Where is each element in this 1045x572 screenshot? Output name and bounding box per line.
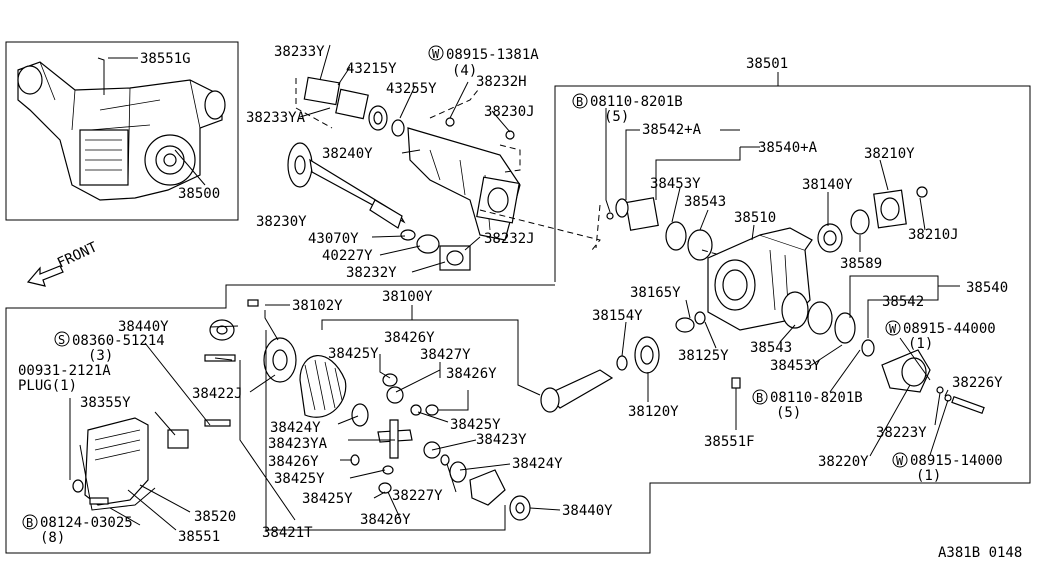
part-label: 38425Y	[328, 346, 379, 362]
part-label: 38355Y	[80, 395, 131, 411]
part-label: 38543	[750, 340, 792, 356]
part-label: 38500	[178, 186, 220, 202]
leader-lines	[69, 44, 960, 531]
part-label: 38542	[882, 294, 924, 310]
part-labels: 38551G 38500 38233Y 43215Y 08915-1381A (…	[18, 44, 1008, 546]
housing-group-frame	[5, 85, 1031, 554]
part-label: 38424Y	[512, 456, 563, 472]
part-label: 38426Y	[446, 366, 497, 382]
part-label: (1)	[916, 468, 941, 484]
part-label: 38232H	[476, 74, 527, 90]
washer-prefix-w: W	[896, 454, 904, 468]
part-label: 38422J	[192, 386, 243, 402]
part-label: 38423YA	[268, 436, 328, 452]
part-label: 38542+A	[642, 122, 702, 138]
washer-prefix-w: W	[432, 47, 440, 61]
part-label: 40227Y	[322, 248, 373, 264]
circled-prefix-markers: W B W B W S B	[22, 45, 908, 530]
drawing-code: A381B 0148	[938, 545, 1022, 561]
part-label: 38540+A	[758, 140, 818, 156]
part-label: 38240Y	[322, 146, 373, 162]
axle-assembly-drawing	[17, 57, 226, 201]
part-label: 08360-51214	[72, 333, 165, 349]
part-label: 38100Y	[382, 289, 433, 305]
part-label: 38589	[840, 256, 882, 272]
part-label: 38165Y	[630, 285, 681, 301]
part-label: 38223Y	[876, 425, 927, 441]
part-label: 38440Y	[118, 319, 169, 335]
part-label: 38230Y	[256, 214, 307, 230]
part-label: 38226Y	[952, 375, 1003, 391]
carrier-housing-drawing	[707, 227, 813, 331]
part-label: (5)	[776, 405, 801, 421]
part-label: 08110-8201B	[770, 390, 863, 406]
part-label: 38230J	[484, 104, 535, 120]
part-label: 38540	[966, 280, 1008, 296]
part-label: 38453Y	[650, 176, 701, 192]
part-label: 38125Y	[678, 348, 729, 364]
part-label: (4)	[452, 63, 477, 79]
part-label: 38426Y	[360, 512, 411, 528]
part-label: 38440Y	[562, 503, 613, 519]
part-label: 38232J	[484, 231, 535, 247]
shaft-carrier-tube-drawing	[407, 127, 521, 241]
washer-prefix-w: W	[889, 322, 897, 336]
front-arrow-icon	[26, 265, 64, 287]
part-label: 00931-2121A	[18, 363, 111, 379]
part-label: 38227Y	[392, 488, 443, 504]
part-label: 38140Y	[802, 177, 853, 193]
part-label: 38543	[684, 194, 726, 210]
part-label: 38551F	[704, 434, 755, 450]
axle-shaft-drawing	[287, 142, 406, 229]
part-label: 38233YA	[246, 110, 306, 126]
rear-cover-drawing	[72, 417, 189, 511]
part-label: PLUG(1)	[18, 378, 77, 394]
part-label: 38426Y	[268, 454, 319, 470]
part-label: (8)	[40, 530, 65, 546]
part-label: 38233Y	[274, 44, 325, 60]
assembly-inset-frame	[5, 41, 239, 221]
part-label: (5)	[604, 109, 629, 125]
part-label: 38510	[734, 210, 776, 226]
part-label: 08110-8201B	[590, 94, 683, 110]
part-label: 08124-03025	[40, 515, 133, 531]
part-label: 08915-14000	[910, 453, 1003, 469]
part-label: 38425Y	[302, 491, 353, 507]
bolt-prefix-b: B	[26, 516, 33, 530]
part-label: 38102Y	[292, 298, 343, 314]
part-label: 38453Y	[770, 358, 821, 374]
differential-internals-drawing	[204, 299, 531, 521]
part-label: 38427Y	[420, 347, 471, 363]
part-label: (1)	[908, 336, 933, 352]
part-label: 38424Y	[270, 420, 321, 436]
front-label: FRONT	[55, 239, 100, 272]
part-label: 38423Y	[476, 432, 527, 448]
part-label: 38421T	[262, 525, 313, 541]
screw-prefix-s: S	[58, 333, 65, 347]
part-label: 38232Y	[346, 265, 397, 281]
part-label: 38425Y	[450, 417, 501, 433]
part-label: 38501	[746, 56, 788, 72]
part-label: 08915-1381A	[446, 47, 539, 63]
bolt-prefix-b: B	[576, 95, 583, 109]
part-label: 38220Y	[818, 454, 869, 470]
part-label: 43255Y	[386, 81, 437, 97]
bolt-prefix-b: B	[756, 391, 763, 405]
part-label: 38551G	[140, 51, 191, 67]
part-label: (3)	[88, 348, 113, 364]
part-label: 38520	[194, 509, 236, 525]
part-label: 38426Y	[384, 330, 435, 346]
part-label: 38154Y	[592, 308, 643, 324]
part-label: 08915-44000	[903, 321, 996, 337]
part-label: 43215Y	[346, 61, 397, 77]
part-label: 38551	[178, 529, 220, 545]
part-label: 38210Y	[864, 146, 915, 162]
part-label: 38120Y	[628, 404, 679, 420]
part-label: 38425Y	[274, 471, 325, 487]
part-label: 43070Y	[308, 231, 359, 247]
part-label: 38210J	[908, 227, 959, 243]
